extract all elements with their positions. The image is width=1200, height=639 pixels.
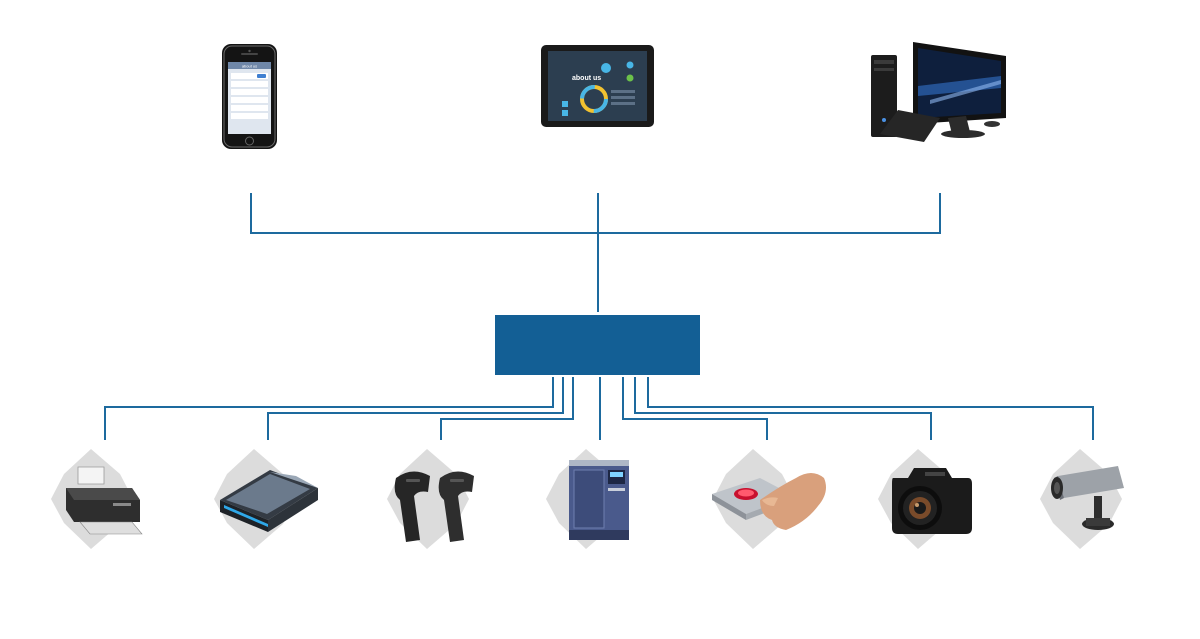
connector-scanner xyxy=(267,377,564,440)
scanner-node xyxy=(214,449,318,549)
connector-barcode-scanner xyxy=(440,377,574,440)
connector-camera xyxy=(634,377,932,440)
connector-fingerprint-reader xyxy=(622,377,768,440)
svg-text:about us: about us xyxy=(242,64,257,69)
desktop-computer-icon xyxy=(871,42,1006,142)
bottom-devices xyxy=(51,449,1124,549)
test-chamber-node xyxy=(546,449,629,549)
connector-printer xyxy=(104,377,554,440)
top-connectors xyxy=(250,193,941,312)
hub xyxy=(495,315,700,375)
security-camera-node xyxy=(1040,449,1124,549)
svg-text:about us: about us xyxy=(572,75,601,82)
printer-node xyxy=(51,449,143,549)
camera-node xyxy=(878,449,972,549)
barcode-scanner-node xyxy=(387,449,474,549)
tablet-icon: about us xyxy=(541,45,654,127)
hub-box xyxy=(495,315,700,375)
fingerprint-reader-node xyxy=(712,449,826,549)
connector-security-camera xyxy=(647,377,1094,440)
smartphone-icon: about us xyxy=(222,44,277,149)
bottom-connectors xyxy=(104,377,1094,440)
